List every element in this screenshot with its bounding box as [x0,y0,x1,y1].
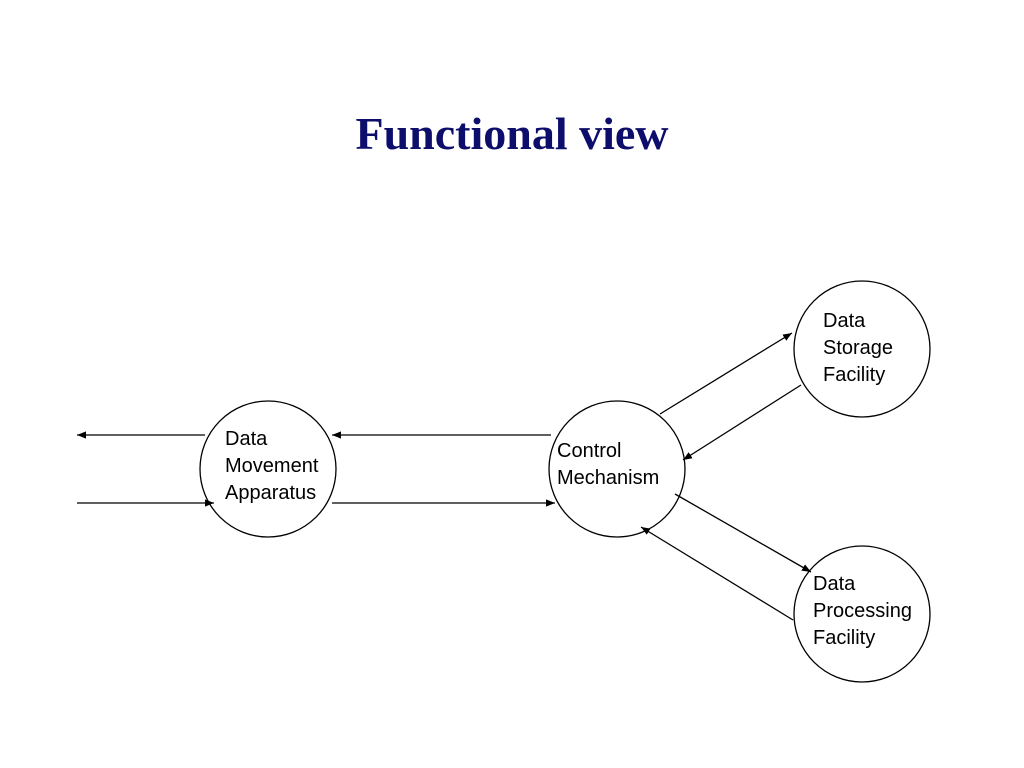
arrow-processing-to-control [640,526,794,621]
data-processing-node [793,545,931,683]
data-processing-label: Data Processing Facility [813,573,918,649]
arrow-control-to-processing [674,493,812,573]
data-storage-label: Data Storage Facility [823,310,899,386]
data-movement-label: Data Movement Apparatus [225,428,324,504]
data-movement-node [199,400,337,538]
arrow-control-to-storage [659,332,793,415]
slide-title: Functional view [355,108,669,159]
control-mechanism-label: Control Mechanism [557,440,659,489]
data-storage-node [793,280,931,418]
control-mechanism-node [548,400,686,538]
arrow-storage-to-control [682,384,802,461]
